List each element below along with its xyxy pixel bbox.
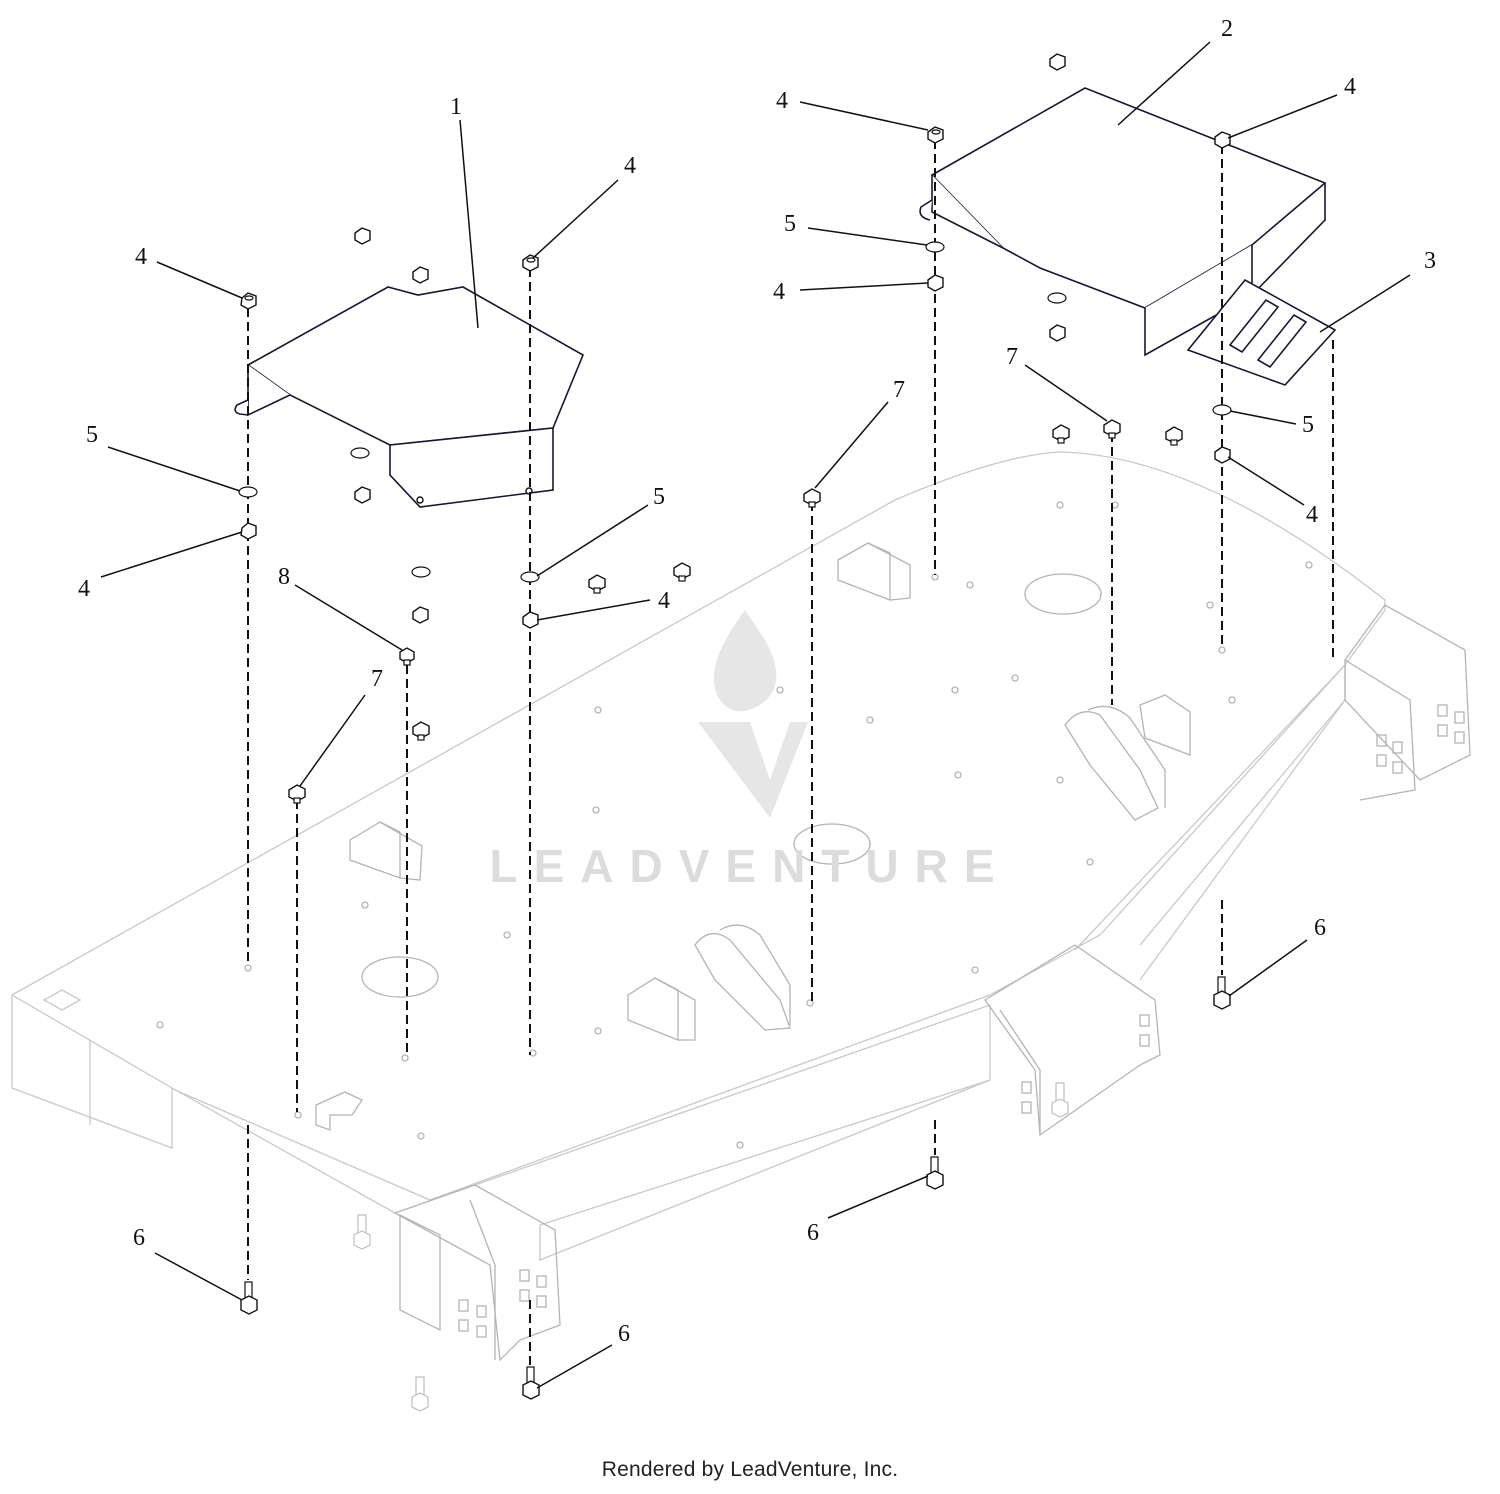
- flange-bolt-icon: [803, 488, 821, 508]
- callout-label: 4: [773, 279, 785, 305]
- washer-icon: [411, 566, 431, 578]
- carriage-bolt-icon: [1051, 1082, 1069, 1118]
- callout-label: 6: [133, 1225, 145, 1251]
- callout-label: 5: [653, 484, 665, 510]
- hex-nut-icon: [927, 126, 944, 144]
- hex-nut-icon: [1214, 446, 1231, 464]
- carriage-bolt-icon: [1213, 976, 1231, 1010]
- hex-nut-icon: [927, 274, 944, 292]
- hex-nut-icon: [412, 606, 429, 624]
- callout-label: 4: [624, 153, 636, 179]
- washer-icon: [925, 241, 945, 253]
- washer-icon: [1212, 404, 1232, 416]
- assembly-lines: [247, 140, 1334, 1365]
- callout-label: 5: [784, 211, 796, 237]
- callout-label: 7: [371, 666, 383, 692]
- washer-icon: [350, 447, 370, 459]
- flange-bolt-icon: [673, 562, 691, 582]
- watermark-text: LEADVENTURE: [489, 840, 1010, 892]
- callout-label: 4: [135, 244, 147, 270]
- hex-nut-icon: [354, 227, 371, 245]
- hex-nut-icon: [522, 611, 539, 629]
- callout-labels: 1 2 3 4 4 4 4 4 4 4 4 5 5 5 5 6 6 6 6 7 …: [78, 16, 1436, 1347]
- callout-label: 5: [1302, 412, 1314, 438]
- callout-label: 4: [78, 576, 90, 602]
- callout-label: 6: [807, 1220, 819, 1246]
- callout-label: 8: [278, 564, 290, 590]
- flange-bolt-icon: [588, 574, 606, 594]
- plate-part-3: [1186, 278, 1337, 386]
- washer-icon: [1047, 292, 1067, 304]
- carriage-bolt-icon: [926, 1156, 944, 1190]
- flange-bolt-icon: [1103, 419, 1121, 439]
- flange-bolt-icon: [1165, 426, 1183, 446]
- hex-nut-icon: [1049, 324, 1066, 342]
- hex-nut-icon: [522, 254, 539, 272]
- callout-label: 7: [893, 377, 905, 403]
- callout-label: 4: [1344, 74, 1356, 100]
- hex-nut-icon: [1214, 131, 1231, 149]
- washer-icon: [238, 486, 258, 498]
- carriage-bolt-icon: [240, 1281, 258, 1315]
- footer-credit: Rendered by LeadVenture, Inc.: [601, 1458, 899, 1481]
- shield-part-2: [919, 87, 1327, 357]
- callout-label: 5: [86, 422, 98, 448]
- leader-lines: [100, 41, 1411, 1389]
- hex-nut-icon: [240, 292, 257, 310]
- callout-label: 4: [1306, 502, 1318, 528]
- callout-label: 6: [1314, 915, 1326, 941]
- flange-bolt-icon: [1052, 424, 1070, 444]
- hex-nut-icon: [412, 266, 429, 284]
- hex-nut-icon: [354, 486, 371, 504]
- carriage-bolt-icon: [353, 1214, 371, 1250]
- callout-label: 4: [776, 88, 788, 114]
- washer-icon: [520, 571, 540, 583]
- hex-nut-icon: [1049, 53, 1066, 71]
- callout-label: 1: [450, 94, 462, 120]
- callout-label: 4: [658, 588, 670, 614]
- flange-bolt-icon: [412, 721, 430, 741]
- hex-nut-icon: [240, 522, 257, 540]
- callout-label: 6: [618, 1321, 630, 1347]
- leadventure-watermark: LEADVENTURE: [489, 610, 1010, 892]
- mower-deck: [11, 451, 1471, 1362]
- carriage-bolt-icon: [522, 1366, 540, 1400]
- carriage-bolt-icon: [411, 1376, 429, 1412]
- hardware: [238, 53, 1232, 1412]
- shield-part-1: [234, 286, 585, 508]
- flange-bolt-icon: [399, 647, 415, 666]
- flange-bolt-icon: [288, 784, 306, 804]
- callout-label: 3: [1424, 248, 1436, 274]
- callout-label: 2: [1221, 16, 1233, 42]
- callout-label: 7: [1006, 344, 1018, 370]
